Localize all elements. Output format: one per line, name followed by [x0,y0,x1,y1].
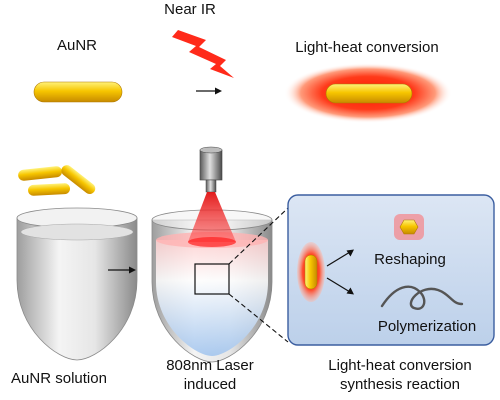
heated-rod-vertical [304,254,318,290]
polymerization-label: Polymerization [378,318,476,335]
reaction-label-line1: Light-heat conversion [328,357,471,374]
laser-head [199,146,223,193]
reshaped-particle [399,219,419,235]
reaction-label-line2: synthesis reaction [340,376,460,393]
tube-laser [151,209,273,363]
reshaping-label: Reshaping [374,251,446,268]
reaction-panel [287,194,495,346]
near-ir-label: Near IR [164,1,216,18]
laser-label-line2: induced [184,376,237,393]
zoom-box [194,263,230,295]
aunr-label: AuNR [57,37,97,54]
tube-solution [16,207,138,361]
falling-aunr-rods [18,165,96,196]
polymer-chain-icon [380,285,464,310]
zoom-lines [228,207,289,343]
laser-beam [188,192,236,242]
arrow-right-icon [196,87,222,95]
laser-label-line1: 808nm Laser [166,357,254,374]
aunr-solution-label: AuNR solution [11,370,107,387]
aunr-rod-top [33,81,123,103]
branch-arrows [326,249,354,295]
arrow-right-icon [108,266,136,274]
light-heat-conversion-label: Light-heat conversion [295,39,438,56]
laser-spot [188,237,236,247]
aunr-rod-heated [325,83,413,104]
lightning-icon [172,30,234,78]
